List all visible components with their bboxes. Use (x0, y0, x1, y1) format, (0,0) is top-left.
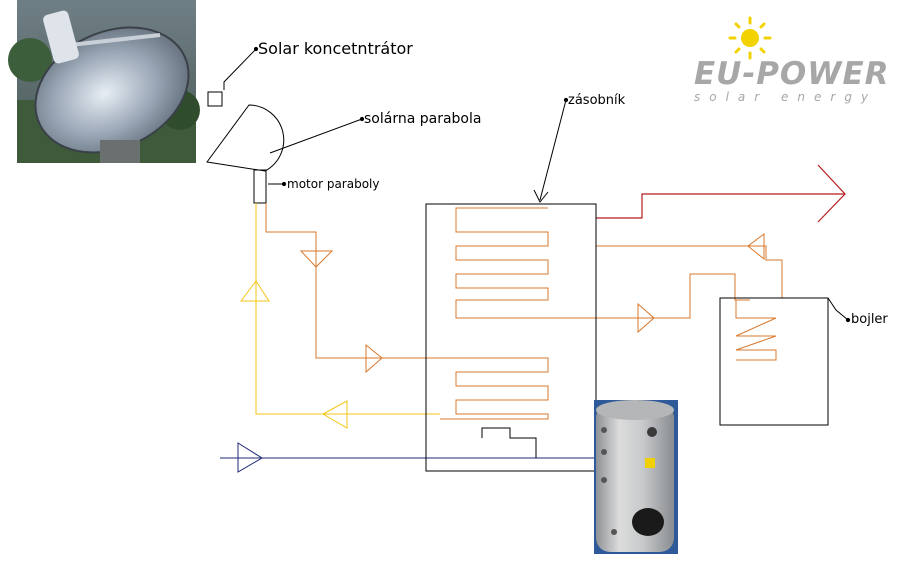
flow-arrow-right-icon (365, 343, 383, 374)
solar-loop (240, 203, 440, 429)
inlet-arrow-icon (237, 442, 263, 473)
flow-arrow-right-icon (637, 302, 655, 334)
boiler (719, 297, 851, 426)
sun-icon (728, 16, 772, 60)
tank-label: zásobník (568, 93, 626, 108)
flow-arrow-down-icon (299, 250, 334, 268)
motor-label: motor paraboly (287, 177, 380, 191)
outlet-arrow-icon (817, 164, 846, 223)
flow-arrow-up-icon (240, 280, 270, 302)
logo-tagline: solar energy (694, 90, 878, 104)
concentrator-box (207, 91, 223, 107)
concentrator-label: Solar koncetntrátor (258, 39, 413, 58)
concentrator-pointer (207, 46, 259, 107)
cold-water-inlet (220, 442, 596, 473)
lower-heat-coil (426, 357, 549, 420)
parabola-label: solárna parabola (364, 111, 482, 127)
heat-loop (265, 203, 783, 420)
boiler-label: bojler (851, 312, 888, 327)
storage-tank-photo (594, 400, 678, 554)
parabola-motor (253, 169, 287, 204)
flow-arrow-left-icon (321, 400, 348, 429)
boiler-coil (735, 300, 777, 361)
logo-brand: EU-POWER (694, 56, 890, 92)
solar-parabola (206, 104, 365, 172)
hot-water-outlet (596, 164, 846, 223)
solar-dish-photo (8, 0, 200, 163)
storage-tank (425, 97, 597, 472)
flow-arrow-left-icon (747, 233, 765, 261)
upper-heat-coil (455, 207, 750, 319)
